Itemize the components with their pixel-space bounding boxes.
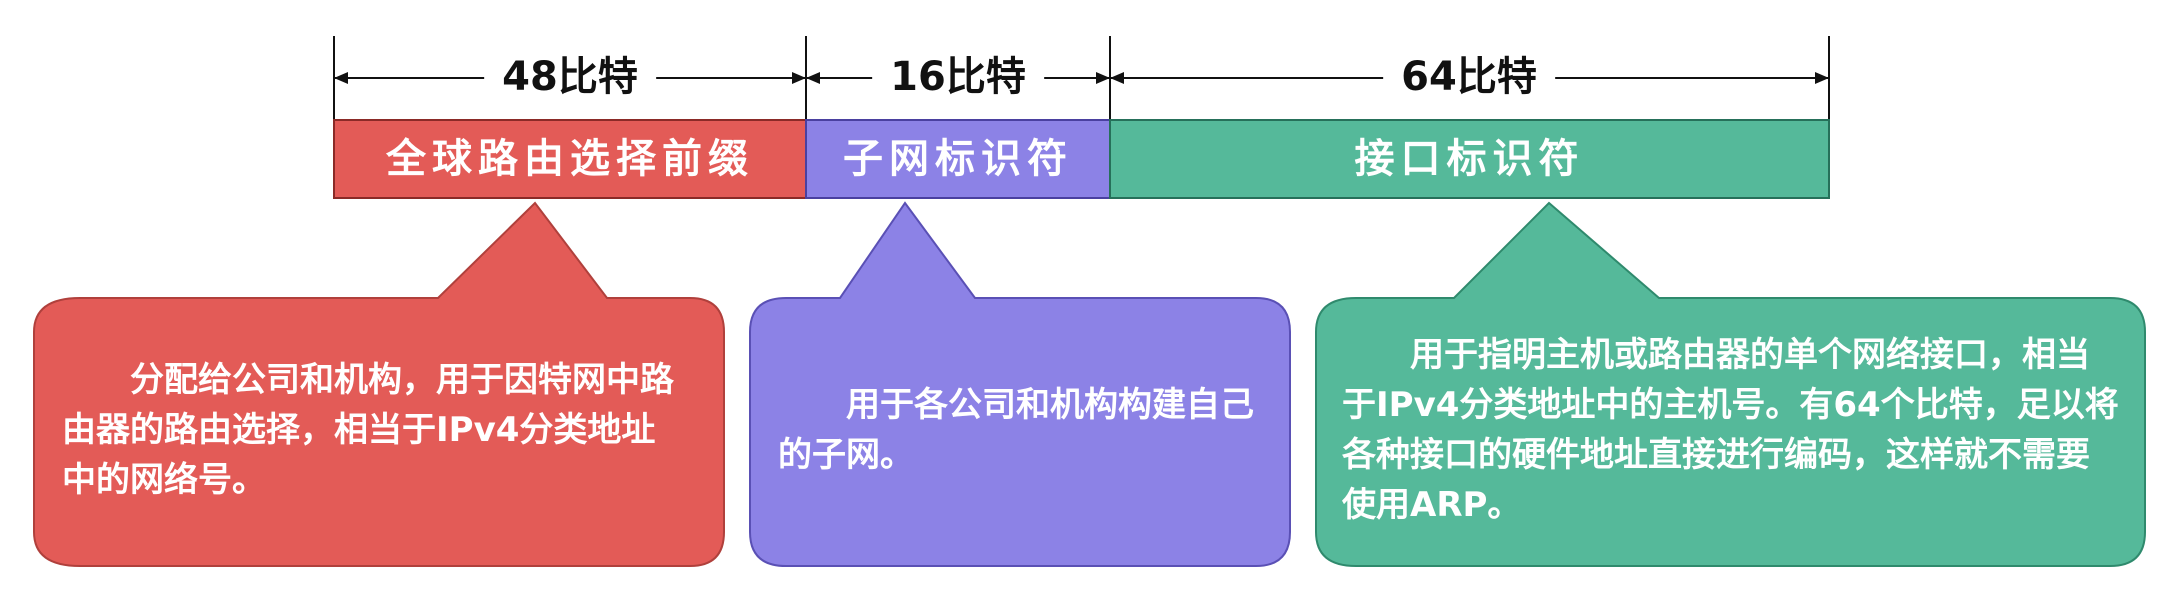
dimension-label-16-bits: 16比特 bbox=[872, 52, 1044, 102]
segment-label-subnet-id: 子网标识符 bbox=[843, 136, 1073, 182]
callout-bubble-subnet-id bbox=[749, 201, 1291, 567]
segment-label-interface-id: 接口标识符 bbox=[1354, 136, 1585, 182]
dimension-label-64-bits: 64比特 bbox=[1383, 52, 1555, 102]
callout-text-routing-prefix: 分配给公司和机构，用于因特网中路由器的路由选择，相当于IPv4分类地址中的网络号… bbox=[62, 360, 674, 500]
callout-bubble-routing-prefix bbox=[33, 201, 725, 567]
segment-label-global-routing-prefix: 全球路由选择前缀 bbox=[386, 136, 754, 182]
callout-text-subnet-id: 用于各公司和机构构建自己的子网。 bbox=[778, 385, 1254, 475]
dimension-label-48-bits: 48比特 bbox=[484, 52, 656, 102]
segment-bar-routing-prefix bbox=[333, 119, 807, 199]
segment-bar-interface-id bbox=[1109, 119, 1830, 199]
callout-bubble-interface-id bbox=[1315, 201, 2146, 567]
callout-text-interface-id: 用于指明主机或路由器的单个网络接口，相当于IPv4分类地址中的主机号。有64个比… bbox=[1342, 335, 2119, 525]
segment-bar-subnet-id bbox=[805, 119, 1111, 199]
